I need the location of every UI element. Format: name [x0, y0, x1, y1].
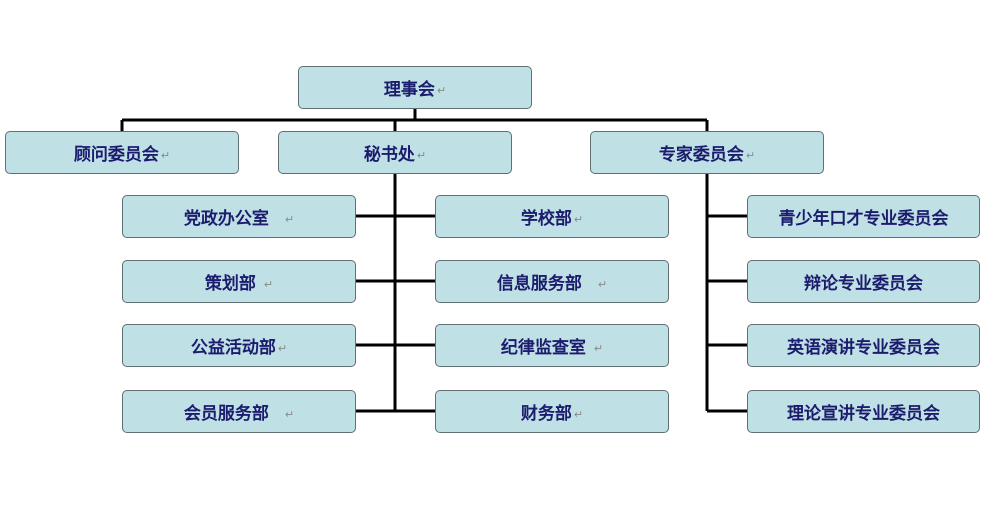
paragraph-mark-icon: ↵	[573, 408, 584, 421]
node-label: 理事会	[383, 80, 435, 100]
node-finance-dept: 财务部↵	[435, 390, 669, 433]
paragraph-mark-icon: ↵	[597, 278, 608, 291]
node-english-speech-committee: 英语演讲专业委员会	[747, 324, 980, 367]
node-label: 公益活动部	[190, 338, 276, 358]
node-label: 顾问委员会	[73, 145, 159, 165]
paragraph-mark-icon: ↵	[593, 342, 604, 355]
node-expert-committee: 专家委员会↵	[590, 131, 824, 174]
node-label: 辩论专业委员会	[804, 274, 923, 294]
paragraph-mark-icon: ↵	[284, 213, 295, 226]
node-public-welfare-dept: 公益活动部↵	[122, 324, 356, 367]
node-label: 青少年口才专业委员会	[778, 209, 949, 229]
node-youth-eloquence-committee: 青少年口才专业委员会	[747, 195, 980, 238]
node-label: 专家委员会	[658, 145, 744, 165]
node-debate-committee: 辩论专业委员会	[747, 260, 980, 303]
paragraph-mark-icon: ↵	[416, 149, 427, 162]
paragraph-mark-icon: ↵	[573, 213, 584, 226]
paragraph-mark-icon: ↵	[277, 342, 288, 355]
paragraph-mark-icon: ↵	[160, 149, 171, 162]
node-label: 会员服务部	[183, 404, 269, 424]
paragraph-mark-icon: ↵	[263, 278, 274, 291]
node-label: 理论宣讲专业委员会	[787, 404, 940, 424]
paragraph-mark-icon: ↵	[745, 149, 756, 162]
node-label: 纪律监查室	[500, 338, 586, 358]
node-information-services-dept: 信息服务部 ↵	[435, 260, 669, 303]
node-label: 学校部	[520, 209, 572, 229]
node-secretariat: 秘书处↵	[278, 131, 512, 174]
node-label: 英语演讲专业委员会	[787, 338, 940, 358]
node-label: 财务部	[520, 404, 572, 424]
node-theory-lecture-committee: 理论宣讲专业委员会	[747, 390, 980, 433]
paragraph-mark-icon: ↵	[436, 84, 447, 97]
node-label: 策划部	[204, 274, 256, 294]
node-party-office: 党政办公室 ↵	[122, 195, 356, 238]
node-label: 信息服务部	[496, 274, 582, 294]
node-member-services-dept: 会员服务部 ↵	[122, 390, 356, 433]
node-planning-dept: 策划部 ↵	[122, 260, 356, 303]
node-schools-dept: 学校部↵	[435, 195, 669, 238]
node-board: 理事会↵	[298, 66, 532, 109]
node-label: 秘书处	[363, 145, 415, 165]
node-discipline-inspection-office: 纪律监查室 ↵	[435, 324, 669, 367]
node-label: 党政办公室	[183, 209, 269, 229]
paragraph-mark-icon: ↵	[284, 408, 295, 421]
node-advisory-committee: 顾问委员会↵	[5, 131, 239, 174]
